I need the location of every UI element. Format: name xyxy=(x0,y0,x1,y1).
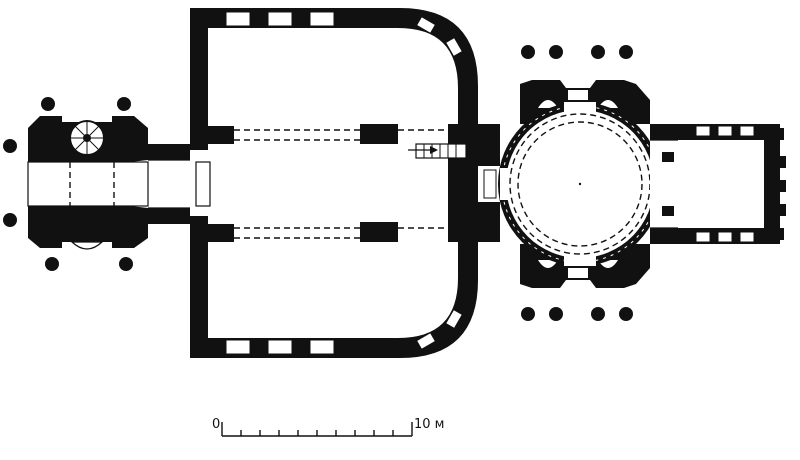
scale-bar-ticks xyxy=(221,422,413,436)
rotunda-column xyxy=(521,45,535,59)
central-hall xyxy=(190,8,500,358)
portico-column xyxy=(41,97,55,111)
hall-stair xyxy=(408,143,467,159)
window-niches xyxy=(225,11,335,355)
portico-lower-wall xyxy=(28,206,200,248)
portico-upper-wall xyxy=(28,116,200,162)
rotunda-column xyxy=(619,307,633,321)
rotunda-column xyxy=(619,45,633,59)
east-annex xyxy=(650,124,786,244)
portico-bay xyxy=(27,161,149,207)
hall-piers xyxy=(208,124,398,242)
rotunda-column xyxy=(549,307,563,321)
portico-column xyxy=(3,139,17,153)
portico-column xyxy=(117,97,131,111)
west-portico xyxy=(3,97,200,271)
portico-column xyxy=(45,257,59,271)
scale-bar: 0 10 м xyxy=(212,417,444,437)
scale-end-label: 10 м xyxy=(414,417,444,432)
portico-column xyxy=(3,213,17,227)
rotunda-column xyxy=(591,45,605,59)
rotunda-column xyxy=(521,307,535,321)
rotunda xyxy=(498,45,666,321)
scale-start-label: 0 xyxy=(212,417,220,432)
portico-column xyxy=(119,257,133,271)
rotunda-column xyxy=(591,307,605,321)
hall-outer-wall xyxy=(190,8,500,358)
rotunda-column xyxy=(549,45,563,59)
